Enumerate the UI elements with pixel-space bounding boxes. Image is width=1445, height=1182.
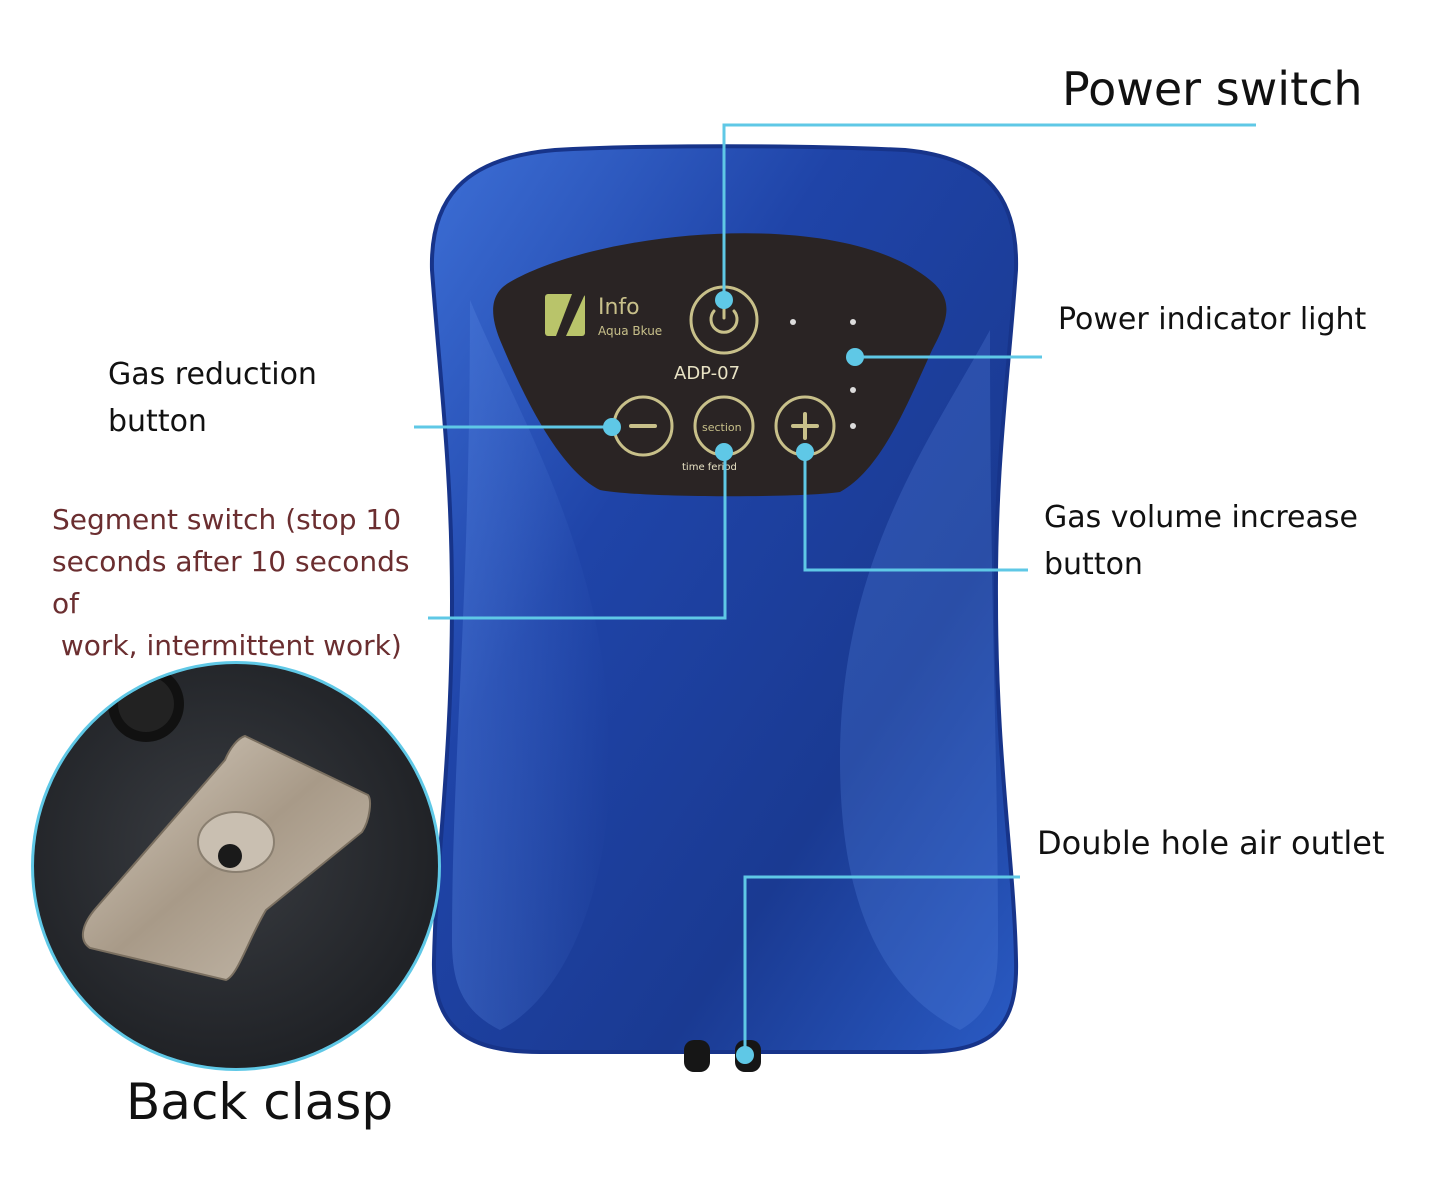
callout-segment-line bbox=[428, 452, 727, 620]
pump-highlight bbox=[452, 300, 610, 1030]
label-gas-reduction-line-2: button bbox=[108, 404, 207, 439]
label-gas-reduction: Gas reduction button bbox=[108, 351, 428, 445]
section-label: section bbox=[702, 421, 742, 434]
label-segment-line-2: seconds after 10 seconds of bbox=[52, 545, 410, 620]
label-segment-line-3: work, intermittent work) bbox=[52, 629, 402, 662]
label-back-clasp: Back clasp bbox=[126, 1073, 394, 1131]
clasp-hole bbox=[197, 811, 275, 873]
label-gas-increase-line-2: button bbox=[1044, 547, 1143, 582]
label-air-outlet: Double hole air outlet bbox=[1037, 824, 1385, 862]
pump-highlight-right bbox=[840, 330, 998, 1030]
plus-icon bbox=[791, 412, 819, 440]
clasp-screw bbox=[218, 844, 242, 868]
label-gas-increase: Gas volume increase button bbox=[1044, 494, 1364, 588]
label-segment-switch: Segment switch (stop 10 seconds after 10… bbox=[52, 499, 424, 667]
label-gas-reduction-line-1: Gas reduction bbox=[108, 357, 317, 392]
label-power-indicator: Power indicator light bbox=[1058, 302, 1367, 337]
power-indicator-lights bbox=[790, 319, 856, 429]
callout-dots bbox=[603, 291, 864, 1064]
back-clasp-inset bbox=[31, 661, 441, 1071]
model-number: ADP-07 bbox=[674, 363, 740, 384]
label-gas-increase-line-1: Gas volume increase bbox=[1044, 500, 1358, 535]
label-segment-line-1: Segment switch (stop 10 bbox=[52, 503, 402, 536]
callout-increase-line bbox=[803, 452, 1028, 572]
time-period-label: time feriod bbox=[682, 462, 737, 473]
leaf-logo-icon bbox=[545, 294, 585, 336]
air-outlet-left bbox=[684, 1040, 710, 1072]
sub-brand: Aqua Bkue bbox=[598, 324, 662, 338]
callout-outlet-line bbox=[743, 875, 1020, 1055]
gas-increase-button[interactable] bbox=[774, 395, 836, 457]
brand-name: Info bbox=[598, 295, 640, 320]
callout-lines bbox=[414, 123, 1256, 1055]
label-power-switch: Power switch bbox=[1062, 62, 1363, 116]
callout-power-line bbox=[722, 123, 1256, 300]
